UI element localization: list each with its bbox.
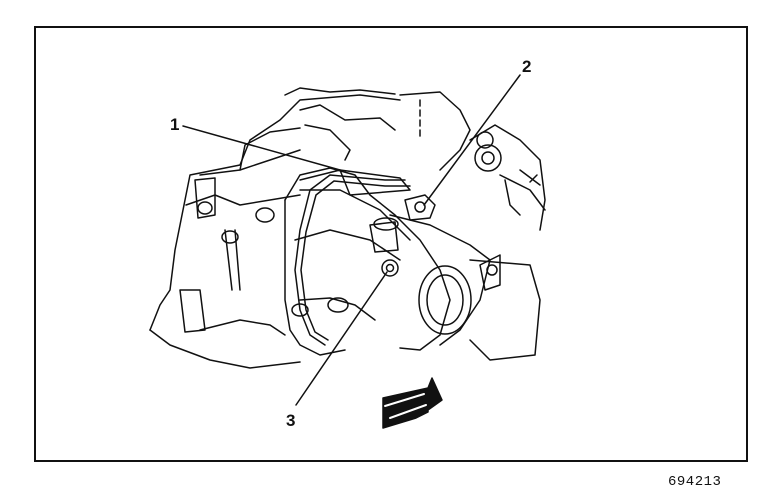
vehicle-speed-sensor [369, 217, 399, 277]
extension-housing [389, 214, 541, 361]
speed-sensor-connector [299, 169, 436, 221]
leader-1 [182, 125, 341, 171]
callout-2: 2 [522, 57, 532, 76]
engine-outline [149, 87, 401, 369]
callout-3: 3 [286, 411, 296, 430]
exhaust-components [399, 91, 546, 231]
front-arrow-icon [382, 377, 443, 429]
wiring-harness [294, 174, 411, 346]
leader-3 [295, 271, 388, 406]
callout-leaders [182, 74, 521, 406]
transmission-case [179, 167, 451, 356]
callout-1: 1 [170, 115, 180, 134]
leader-2 [423, 74, 521, 206]
figure-id: 694213 [668, 474, 722, 490]
illustration-frame [34, 26, 748, 462]
